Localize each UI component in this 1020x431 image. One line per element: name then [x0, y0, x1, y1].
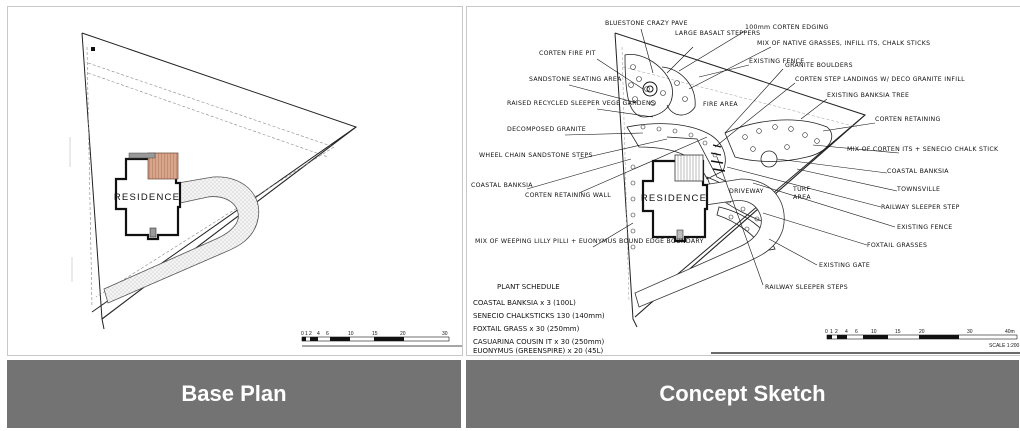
scale-tick: 10 — [348, 331, 354, 337]
sketch-scale-bar — [711, 334, 1020, 354]
scale-tick: 1 — [305, 331, 308, 337]
plant-schedule-row: EUONYMUS (GREENSPIRE) x 20 (45L) — [473, 347, 604, 355]
scale-tick: 2 — [309, 331, 312, 337]
driveway-label: DRIVEWAY — [729, 188, 764, 195]
scale-ticks: 0 1 2 4 6 10 15 20 30 — [301, 331, 448, 337]
scale-bar — [301, 336, 462, 347]
plant-symbols — [628, 64, 820, 250]
sketch-driveway — [634, 178, 785, 308]
scale-tick: 0 — [301, 331, 304, 337]
callout-label: SANDSTONE SEATING AREA — [529, 76, 622, 83]
callout-label: RAILWAY SLEEPER STEP — [881, 204, 960, 211]
scale-tick: 2 — [835, 329, 838, 335]
residence-label: RESIDENCE — [114, 192, 180, 203]
callout-label: EXISTING FENCE — [897, 224, 952, 231]
residence-building — [114, 152, 182, 241]
scale-tick: 6 — [326, 331, 329, 337]
scale-tick: 10 — [871, 329, 877, 335]
scale-tick: 6 — [855, 329, 858, 335]
scale-tick: 20 — [919, 329, 925, 335]
callout-label: CORTEN RETAINING WALL — [525, 192, 611, 199]
scale-tick: 15 — [895, 329, 901, 335]
callout-label: RAISED RECYCLED SLEEPER VEGE GARDENS — [507, 100, 655, 107]
sleeper-steps — [710, 144, 726, 172]
plant-schedule-row: SENECIO CHALKSTICKS 130 (140mm) — [473, 312, 605, 320]
callout-label: COASTAL BANKSIA — [887, 168, 949, 175]
turf-label: TURF — [792, 186, 811, 193]
callout-label: COASTAL BANKSIA — [471, 182, 533, 189]
callout-label: CORTEN FIRE PIT — [539, 50, 596, 57]
callout-label: LARGE BASALT STEPPERS — [675, 30, 760, 37]
scale-tick: 0 — [825, 329, 828, 335]
boundary-annotations — [69, 137, 73, 282]
callout-label: CORTEN STEP LANDINGS W/ DECO GRANITE INF… — [795, 76, 965, 83]
plant-schedule-title: PLANT SCHEDULE — [497, 283, 560, 291]
callout-label: DECOMPOSED GRANITE — [507, 126, 586, 133]
sketch-setback-lines — [621, 46, 858, 303]
callout-label: TOWNSVILLE — [896, 186, 940, 193]
scale-tick: 30 — [442, 331, 448, 337]
callout-label: FOXTAIL GRASSES — [867, 242, 927, 249]
concept-sketch-panel: RESIDENCE FIRE AREA TURF AREA DRIVEWAY — [466, 6, 1020, 356]
callout-label: BLUESTONE CRAZY PAVE — [605, 20, 688, 27]
callout-label: RAILWAY SLEEPER STEPS — [765, 284, 848, 291]
driveway — [103, 176, 260, 304]
scale-note: SCALE 1:200 — [989, 343, 1020, 349]
scale-tick: 30 — [967, 329, 973, 335]
corner-marker — [91, 47, 95, 51]
base-plan-drawing: RESIDENCE 0 1 2 4 6 10 15 20 30 — [69, 32, 462, 347]
callout-label: WHEEL CHAIN SANDSTONE STEPS — [479, 152, 593, 159]
plant-schedule-row: FOXTAIL GRASS x 30 (250mm) — [473, 325, 580, 333]
base-plan-caption: Base Plan — [7, 360, 461, 428]
sketch-scale-ticks: 0 1 2 4 6 10 15 20 30 40m SCALE 1:200 — [825, 329, 1020, 349]
scale-tick: 15 — [372, 331, 378, 337]
callout-label: MIX OF NATIVE GRASSES, INFILL ITS, CHALK… — [757, 40, 930, 47]
fire-area-label: FIRE AREA — [703, 101, 738, 108]
callout-label: 100mm CORTEN EDGING — [745, 24, 829, 31]
plant-schedule-row: CASUARINA COUSIN IT x 30 (250mm) — [473, 338, 604, 346]
callout-leaders — [526, 28, 900, 286]
plant-schedule: PLANT SCHEDULE COASTAL BANKSIA x 3 (100L… — [473, 283, 605, 355]
setback-lines — [86, 46, 335, 308]
concept-sketch-drawing: RESIDENCE FIRE AREA TURF AREA DRIVEWAY — [471, 20, 1020, 355]
sketch-residence-label: RESIDENCE — [641, 193, 707, 204]
callout-label: GRANITE BOULDERS — [785, 62, 853, 69]
callout-label: MIX OF CORTEN ITS + SENECIO CHALK STICK — [847, 146, 999, 153]
plant-schedule-row: COASTAL BANKSIA x 3 (100L) — [473, 299, 576, 307]
base-plan-panel: RESIDENCE 0 1 2 4 6 10 15 20 30 — [7, 6, 463, 356]
scale-tick: 40m — [1005, 329, 1015, 335]
callout-label: CORTEN RETAINING — [875, 116, 941, 123]
callout-label: EXISTING GATE — [819, 262, 870, 269]
callout-label: EXISTING BANKSIA TREE — [827, 92, 909, 99]
scale-tick: 4 — [317, 331, 320, 337]
scale-tick: 1 — [830, 329, 833, 335]
concept-sketch-caption: Concept Sketch — [466, 360, 1019, 428]
callout-labels: BLUESTONE CRAZY PAVE LARGE BASALT STEPPE… — [471, 20, 999, 291]
scale-tick: 4 — [845, 329, 848, 335]
sketch-residence-building — [641, 154, 709, 243]
callout-label: MIX OF WEEPING LILLY PILLI + EUONYMUS BO… — [475, 238, 704, 245]
turf-area-label: AREA — [793, 194, 811, 201]
fire-pit — [642, 81, 658, 97]
callout-label: EXISTING FENCE — [749, 58, 804, 65]
scale-tick: 20 — [400, 331, 406, 337]
